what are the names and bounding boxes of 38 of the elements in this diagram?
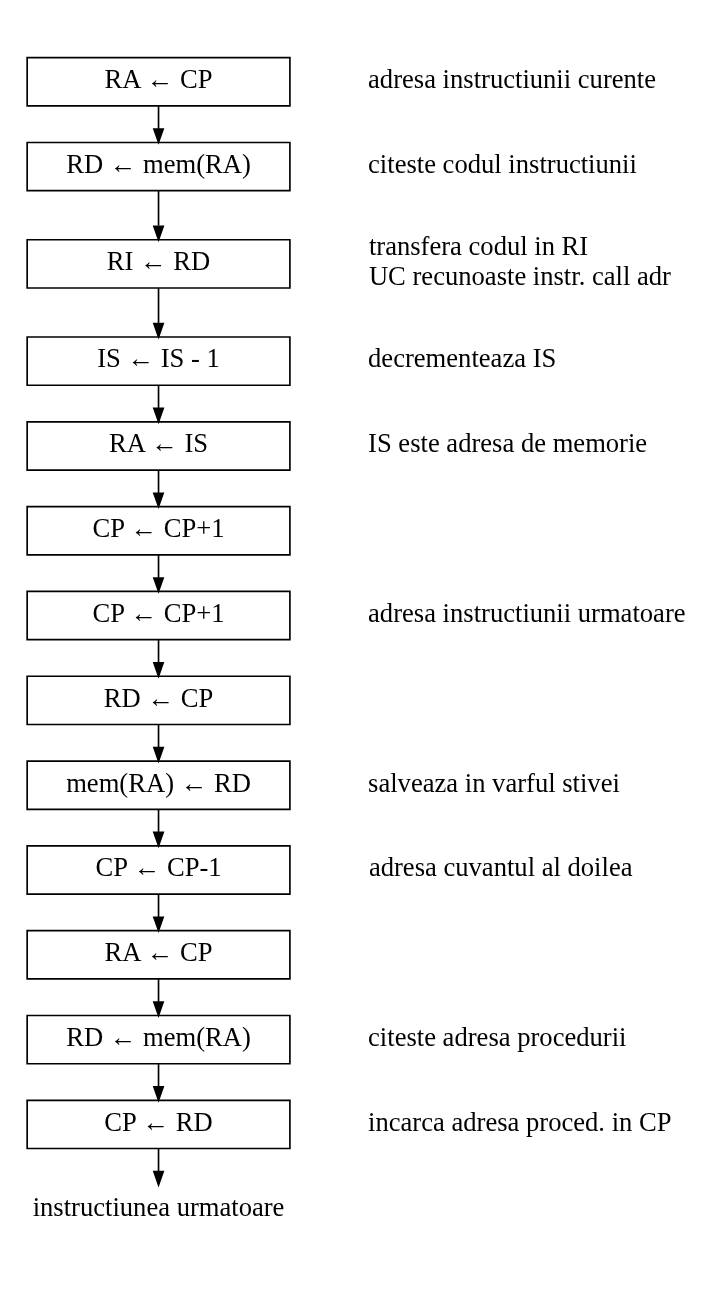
node-label: citeste codul instructiunii (368, 148, 637, 179)
node-box: RA ← CP (26, 56, 291, 107)
arrow (152, 554, 165, 594)
node-box: RD ← mem(RA) (26, 1014, 291, 1065)
arrow (152, 808, 165, 849)
node-box: RI ← RD (26, 238, 291, 289)
node-box: RA ← CP (26, 929, 291, 980)
arrow (152, 469, 165, 510)
arrow (152, 190, 165, 243)
arrow (152, 639, 165, 679)
node-label: IS este adresa de memorie (368, 428, 648, 459)
node-label: salveaza in varful stivei (368, 767, 620, 798)
arrow (152, 1147, 165, 1188)
arrow (152, 1063, 165, 1103)
node-text: instructiunea urmatoare (32, 1191, 285, 1222)
node-box: CP ← RD (26, 1099, 291, 1150)
arrow (152, 287, 165, 340)
node-label: transfera codul in RI (368, 231, 589, 262)
arrow (152, 384, 165, 425)
node-label: citeste adresa procedurii (368, 1021, 627, 1052)
node-label: adresa cuvantul al doilea (368, 852, 633, 883)
node-label: decrementeaza IS (368, 343, 557, 374)
node-box: CP ← CP+1 (26, 505, 291, 556)
node-box: RA ← IS (26, 421, 291, 471)
node-label: incarca adresa proced. in CP (368, 1106, 672, 1137)
arrow (152, 723, 165, 764)
node-label: adresa instructiunii curente (368, 64, 657, 95)
node-box: CP ← CP+1 (26, 590, 291, 641)
node-box: RD ← mem(RA) (26, 141, 291, 192)
node-label: UC recunoaste instr. call adr (368, 261, 671, 292)
arrow (152, 978, 165, 1018)
node-box: IS ← IS - 1 (26, 336, 291, 387)
node-box: mem(RA) ← RD (26, 760, 291, 811)
node-box: CP ← CP-1 (26, 845, 291, 895)
node-label: adresa instructiunii urmatoare (368, 597, 686, 628)
node-box: RD ← CP (26, 675, 291, 726)
arrow (152, 105, 165, 145)
arrow (152, 893, 165, 934)
